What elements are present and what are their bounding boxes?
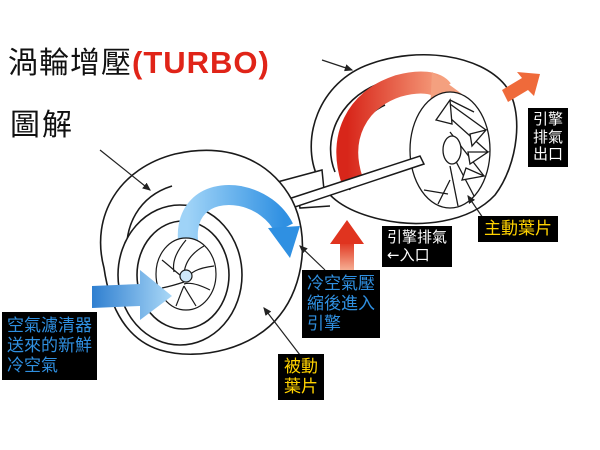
label-fresh-air: 空氣濾清器 送來的新鮮 冷空氣	[2, 312, 97, 381]
hot-exhaust-flow	[336, 71, 451, 184]
compressor-wheel	[155, 237, 217, 311]
label-exhaust-outlet: 引擎 排氣 出口	[528, 108, 569, 168]
title-english: (TURBO)	[132, 45, 270, 80]
exhaust-inlet-arrow	[330, 220, 364, 272]
pointer-lines	[99, 59, 484, 356]
title-chinese: 渦輪增壓	[8, 46, 132, 81]
fresh-air-inlet-arrow	[92, 270, 172, 320]
label-compressed-air: 冷空氣壓 縮後進入 引擎	[302, 270, 380, 339]
page-title: 渦輪增壓(TURBO)	[8, 38, 270, 82]
label-exhaust-inlet: 引擎排氣 ←入口	[382, 226, 453, 268]
label-passive-blades: 被動 葉片	[278, 354, 324, 401]
exhaust-outlet-arrow	[502, 72, 540, 102]
label-active-blades: 主動葉片	[478, 216, 558, 243]
page-subtitle: 圖解	[10, 108, 74, 143]
cold-flow-arrowhead	[268, 226, 300, 258]
turbine-wheel	[409, 91, 491, 209]
cold-compressed-flow	[177, 185, 293, 255]
